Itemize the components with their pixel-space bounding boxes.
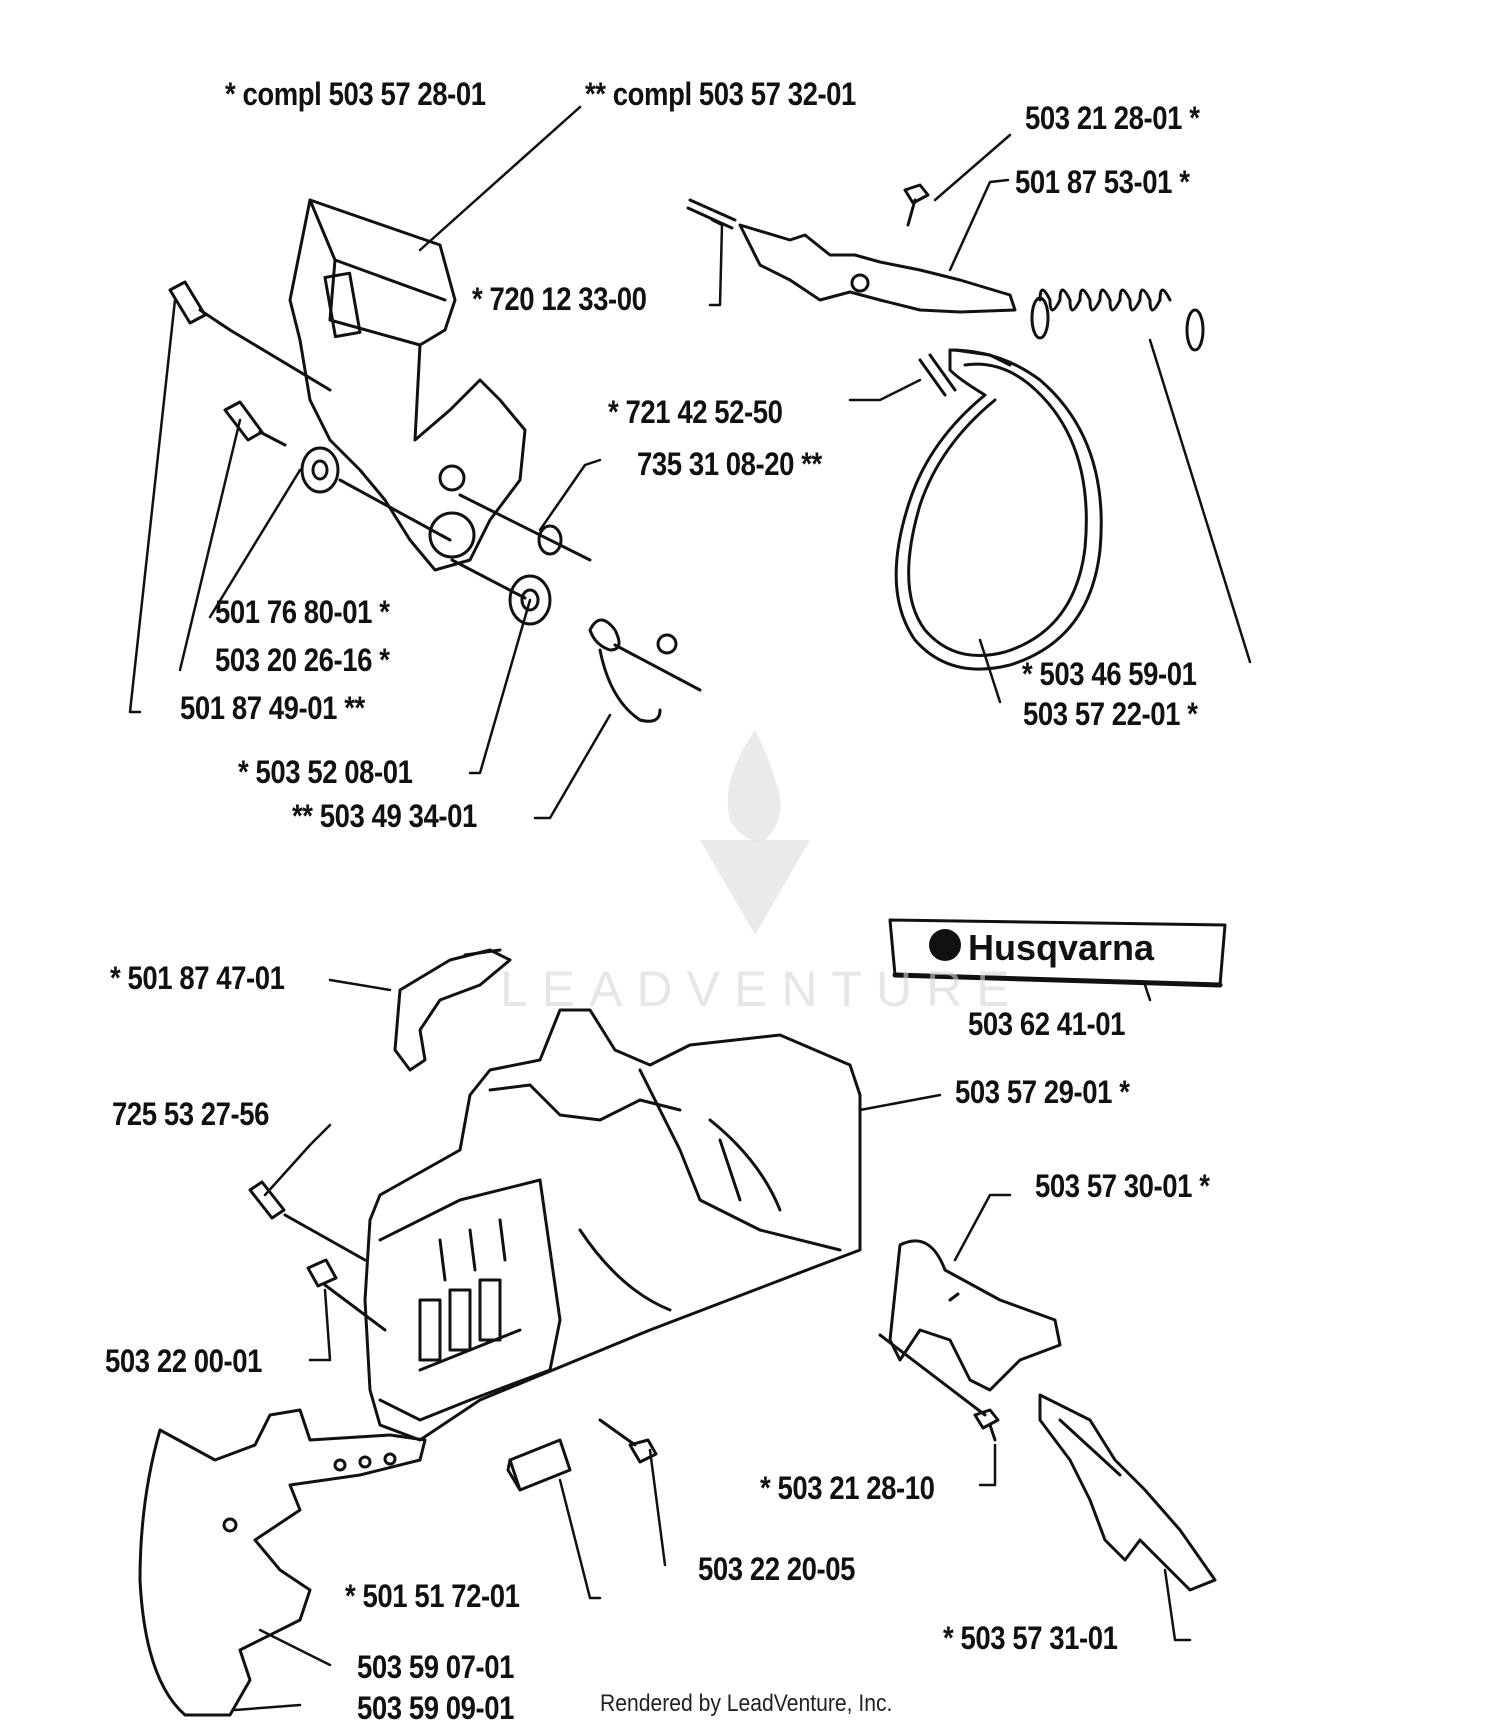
bolt-part-1 (168, 280, 332, 392)
label-725-53-27-56: 725 53 27-56 (112, 1096, 270, 1132)
leader-lines (128, 105, 1252, 1712)
label-503-20-26-16: 503 20 26-16 * (215, 642, 390, 678)
rivet-part (918, 353, 957, 397)
nut-part-2 (598, 1418, 658, 1464)
dog-part (506, 1438, 572, 1492)
clutch-cover-part (363, 1008, 862, 1442)
label-503-59-09-01: 503 59 09-01 (357, 1690, 515, 1726)
label-503-57-30-01: 503 57 30-01 * (1035, 1168, 1210, 1204)
brake-handle-part (288, 198, 527, 572)
label-501-51-72-01: * 501 51 72-01 (345, 1578, 520, 1614)
label-503-21-28-01: 503 21 28-01 * (1025, 100, 1200, 136)
brake-band-part (894, 348, 1103, 671)
cover-bolt-part (248, 1180, 367, 1262)
catcher-plate-part (888, 1239, 1062, 1392)
label-721-42-52-50: * 721 42 52-50 (608, 394, 783, 430)
label-503-22-00-01: 503 22 00-01 (105, 1343, 263, 1379)
washer-part-1 (300, 446, 452, 542)
label-compl-1: * compl 503 57 28-01 (225, 76, 486, 112)
label-503-57-31-01: * 503 57 31-01 (943, 1620, 1118, 1656)
label-501-76-80-01: 501 76 80-01 * (215, 594, 390, 630)
screw-part-top (903, 183, 930, 227)
brake-lever-part (738, 223, 1017, 314)
coil-spring-part (1030, 288, 1205, 352)
spring-part-1 (588, 618, 702, 723)
cover-nut-part (306, 1258, 387, 1332)
label-503-46-59-01: * 503 46 59-01 (1022, 656, 1197, 692)
label-503-21-28-10: * 503 21 28-10 (760, 1470, 935, 1506)
bolt-part-2 (223, 400, 287, 447)
pin-part (686, 198, 737, 230)
label-501-87-47-01: * 501 87 47-01 (110, 960, 285, 996)
husqvarna-decal (888, 918, 1227, 988)
label-503-22-20-05: 503 22 20-05 (698, 1551, 856, 1587)
watermark-emblem (700, 730, 810, 935)
label-735-31-08-20: 735 31 08-20 ** (637, 446, 822, 482)
husqvarna-logo: Husqvarna (929, 927, 1155, 968)
label-compl-2: ** compl 503 57 32-01 (585, 76, 856, 112)
label-503-59-07-01: 503 59 07-01 (357, 1649, 515, 1685)
watermark-text: LEADVENTURE (500, 961, 1024, 1017)
guard-plate-part (1038, 1393, 1217, 1592)
spike-bumper-part (138, 1408, 427, 1717)
label-503-57-29-01: 503 57 29-01 * (955, 1074, 1130, 1110)
label-503-49-34-01: ** 503 49 34-01 (292, 798, 477, 834)
sprocket-screw-part (878, 1333, 1000, 1442)
washer-part-2 (458, 493, 592, 562)
label-501-87-53-01: 501 87 53-01 * (1015, 164, 1190, 200)
label-503-52-08-01: * 503 52 08-01 (238, 754, 413, 790)
chain-guide-part (393, 948, 512, 1072)
label-501-87-49-01: 501 87 49-01 ** (180, 690, 365, 726)
nut-part-1 (450, 558, 552, 626)
label-503-57-22-01: 503 57 22-01 * (1023, 696, 1198, 732)
label-503-62-41-01: 503 62 41-01 (968, 1006, 1126, 1042)
rendered-by-credit: Rendered by LeadVenture, Inc. (600, 1690, 893, 1717)
svg-text:Husqvarna: Husqvarna (968, 927, 1155, 968)
label-720-12-33-00: * 720 12 33-00 (472, 281, 647, 317)
